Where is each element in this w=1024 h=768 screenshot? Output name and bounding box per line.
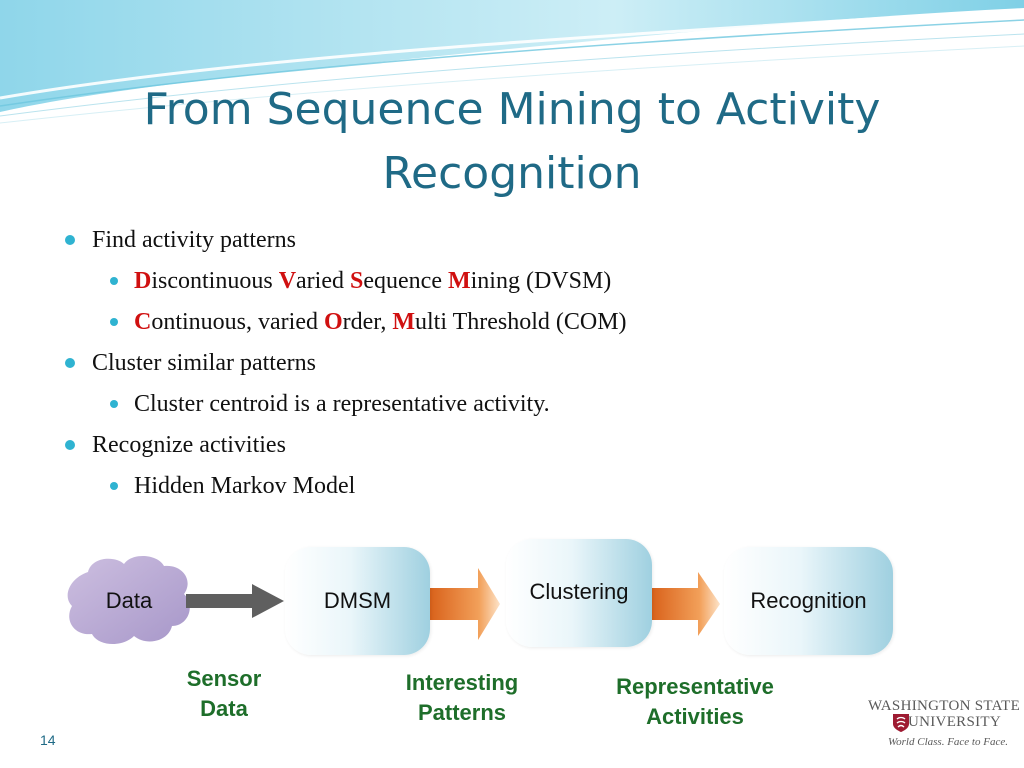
sub-bullet-dvsm: Discontinuous Varied Sequence Mining (DV… — [62, 263, 962, 304]
data-cloud-shape — [67, 555, 190, 645]
representative-activities-label-line-1: Representative — [616, 674, 774, 699]
sub-bullet-com: Continuous, varied Order, Multi Threshol… — [62, 304, 962, 345]
logo-tagline: World Class. Face to Face. — [888, 736, 1008, 748]
bullet-text: Cluster similar patterns — [92, 350, 316, 376]
bullet-dot-icon — [65, 235, 75, 245]
bullet-dot-icon — [65, 358, 75, 368]
bullet-text: Recognize activities — [92, 432, 286, 458]
bullet-dot-icon — [110, 318, 118, 326]
header-wave-decoration — [0, 0, 1024, 124]
wsu-logo: WASHINGTON STATE UNIVERSITY World Class.… — [866, 698, 1020, 754]
dmsm-node: DMSM — [285, 547, 430, 655]
data-node: Data — [74, 566, 184, 636]
acronym-letter: S — [350, 268, 364, 294]
acronym-letter: M — [447, 268, 471, 294]
recognition-node: Recognition — [724, 547, 893, 655]
bullet-text-segment: ontinuous, varied — [151, 309, 324, 335]
bullet-dot-icon — [110, 277, 118, 285]
clustering-node: Clustering — [506, 539, 652, 647]
representative-activities-label: Representative Activities — [590, 672, 800, 732]
sensor-data-label: Sensor Data — [164, 664, 284, 724]
bullet-dot-icon — [110, 400, 118, 408]
acronym-letter: O — [323, 309, 343, 335]
bullet-text: Find activity patterns — [92, 227, 296, 253]
dmsm-node-label: DMSM — [323, 588, 392, 613]
data-to-dmsm-arrow-icon — [186, 584, 284, 618]
bullet-list: Find activity patterns Discontinuous Var… — [62, 222, 962, 509]
cougar-shield-icon — [893, 714, 909, 732]
bullet-text-segment: equence — [363, 268, 448, 294]
logo-line-1: WASHINGTON STATE — [868, 698, 1021, 714]
slide-title-line-2: Recognition — [382, 148, 642, 199]
sub-bullet-centroid: Cluster centroid is a representative act… — [62, 386, 962, 427]
bullet-recognize-activities: Recognize activities — [62, 427, 962, 468]
bullet-dot-icon — [65, 440, 75, 450]
sensor-data-label-line-2: Data — [200, 696, 248, 721]
logo-line-2: UNIVERSITY — [908, 714, 1001, 730]
bullet-text: Cluster centroid is a representative act… — [134, 391, 550, 417]
bullet-find-patterns: Find activity patterns — [62, 222, 962, 263]
bullet-text: Hidden Markov Model — [134, 473, 356, 499]
interesting-patterns-label-line-2: Patterns — [417, 700, 507, 725]
bullet-dot-icon — [110, 482, 118, 490]
bullet-text-segment: ulti Threshold (COM) — [415, 309, 627, 335]
sub-bullet-hmm: Hidden Markov Model — [62, 468, 962, 509]
acronym-letter: V — [278, 268, 297, 294]
acronym-letter: D — [134, 268, 152, 294]
bullet-text-segment: ining (DVSM) — [470, 268, 612, 294]
representative-activities-label-line-2: Activities — [646, 704, 744, 729]
acronym-letter: C — [134, 309, 152, 335]
bullet-text-segment: aried — [296, 268, 350, 294]
sensor-data-label-line-1: Sensor — [186, 666, 262, 691]
slide-title: From Sequence Mining to Activity Recogni… — [0, 78, 1024, 206]
clustering-to-recognition-arrow-icon — [652, 572, 720, 636]
dmsm-to-clustering-arrow-icon — [430, 568, 500, 640]
bullet-cluster-patterns: Cluster similar patterns — [62, 345, 962, 386]
acronym-letter: M — [392, 309, 415, 335]
bullet-text-segment: rder, — [342, 309, 393, 335]
slide-title-line-1: From Sequence Mining to Activity — [143, 84, 881, 135]
interesting-patterns-label-line-1: Interesting — [405, 670, 519, 695]
recognition-node-label: Recognition — [750, 588, 867, 613]
interesting-patterns-label: Interesting Patterns — [382, 668, 542, 728]
clustering-node-label: Clustering — [529, 579, 629, 604]
data-node-label: Data — [105, 588, 153, 613]
page-number: 14 — [40, 732, 56, 748]
bullet-text-segment: iscontinuous — [151, 268, 279, 294]
